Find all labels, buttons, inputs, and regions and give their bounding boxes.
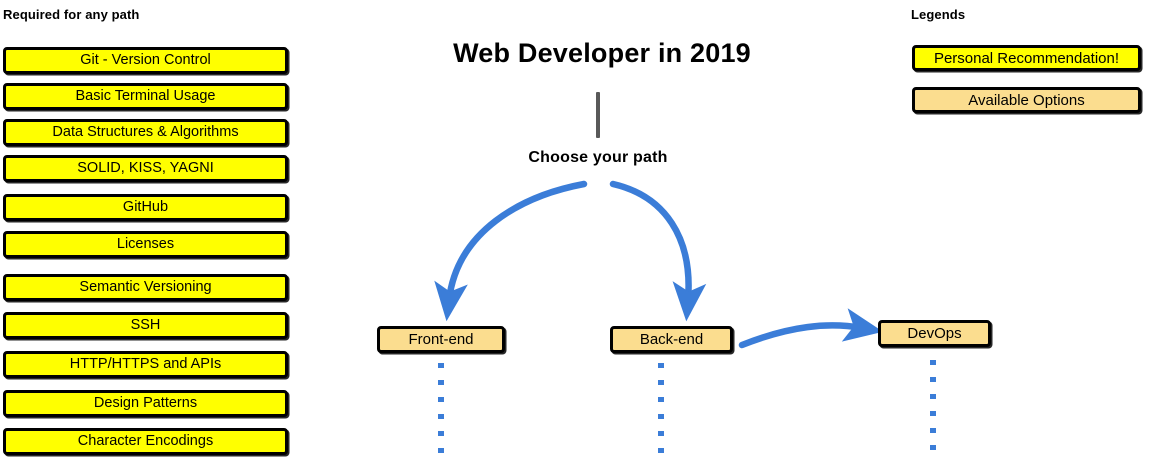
required-item-label: Basic Terminal Usage: [75, 88, 216, 105]
legend-item-label: Personal Recommendation!: [933, 49, 1120, 67]
required-item-basic-terminal-usage[interactable]: Basic Terminal Usage: [3, 83, 288, 110]
required-item-label: Semantic Versioning: [79, 279, 212, 296]
required-item-character-encodings[interactable]: Character Encodings: [3, 428, 288, 455]
arrow-backend-to-devops: [738, 308, 884, 349]
legend-item-available-options: Available Options: [912, 87, 1141, 113]
required-item-data-structures-algorithms[interactable]: Data Structures & Algorithms: [3, 119, 288, 146]
path-box-label: Back-end: [639, 331, 704, 348]
path-box-devops[interactable]: DevOps: [878, 320, 991, 347]
required-item-licenses[interactable]: Licenses: [3, 231, 288, 258]
legend-heading: Legends: [911, 7, 966, 22]
required-item-label: Design Patterns: [93, 395, 198, 412]
required-item-label: SSH: [130, 317, 161, 334]
required-item-ssh[interactable]: SSH: [3, 312, 288, 339]
required-item-design-patterns[interactable]: Design Patterns: [3, 390, 288, 417]
required-item-label: Data Structures & Algorithms: [52, 124, 239, 141]
page-title: Web Developer in 2019: [453, 38, 751, 68]
required-item-label: GitHub: [122, 199, 169, 216]
required-item-semantic-versioning[interactable]: Semantic Versioning: [3, 274, 288, 301]
required-item-label: Character Encodings: [77, 433, 214, 450]
legend-item-label: Available Options: [968, 91, 1085, 109]
path-box-label: DevOps: [907, 325, 962, 342]
arrow-root-to-backend: [609, 180, 707, 322]
continuation-dots-front-end: [438, 363, 444, 453]
legend-item-personal-recommendation: Personal Recommendation!: [912, 45, 1141, 71]
choose-your-path-label: Choose your path: [528, 149, 668, 166]
path-box-back-end[interactable]: Back-end: [610, 326, 733, 353]
required-item-label: SOLID, KISS, YAGNI: [77, 160, 214, 177]
continuation-dots-devops: [930, 360, 936, 450]
continuation-dots-back-end: [658, 363, 664, 453]
required-item-http-https-and-apis[interactable]: HTTP/HTTPS and APIs: [3, 351, 288, 378]
required-item-label: HTTP/HTTPS and APIs: [69, 356, 222, 373]
arrow-root-to-frontend: [434, 180, 588, 322]
required-item-label: Git - Version Control: [80, 52, 211, 69]
path-box-front-end[interactable]: Front-end: [377, 326, 505, 353]
required-item-git-version-control[interactable]: Git - Version Control: [3, 47, 288, 74]
required-item-label: Licenses: [116, 236, 175, 253]
required-item-github[interactable]: GitHub: [3, 194, 288, 221]
root-stem-line: [596, 92, 600, 138]
path-box-label: Front-end: [408, 331, 474, 348]
required-item-solid-kiss-yagni[interactable]: SOLID, KISS, YAGNI: [3, 155, 288, 182]
required-section-heading: Required for any path: [3, 7, 140, 22]
